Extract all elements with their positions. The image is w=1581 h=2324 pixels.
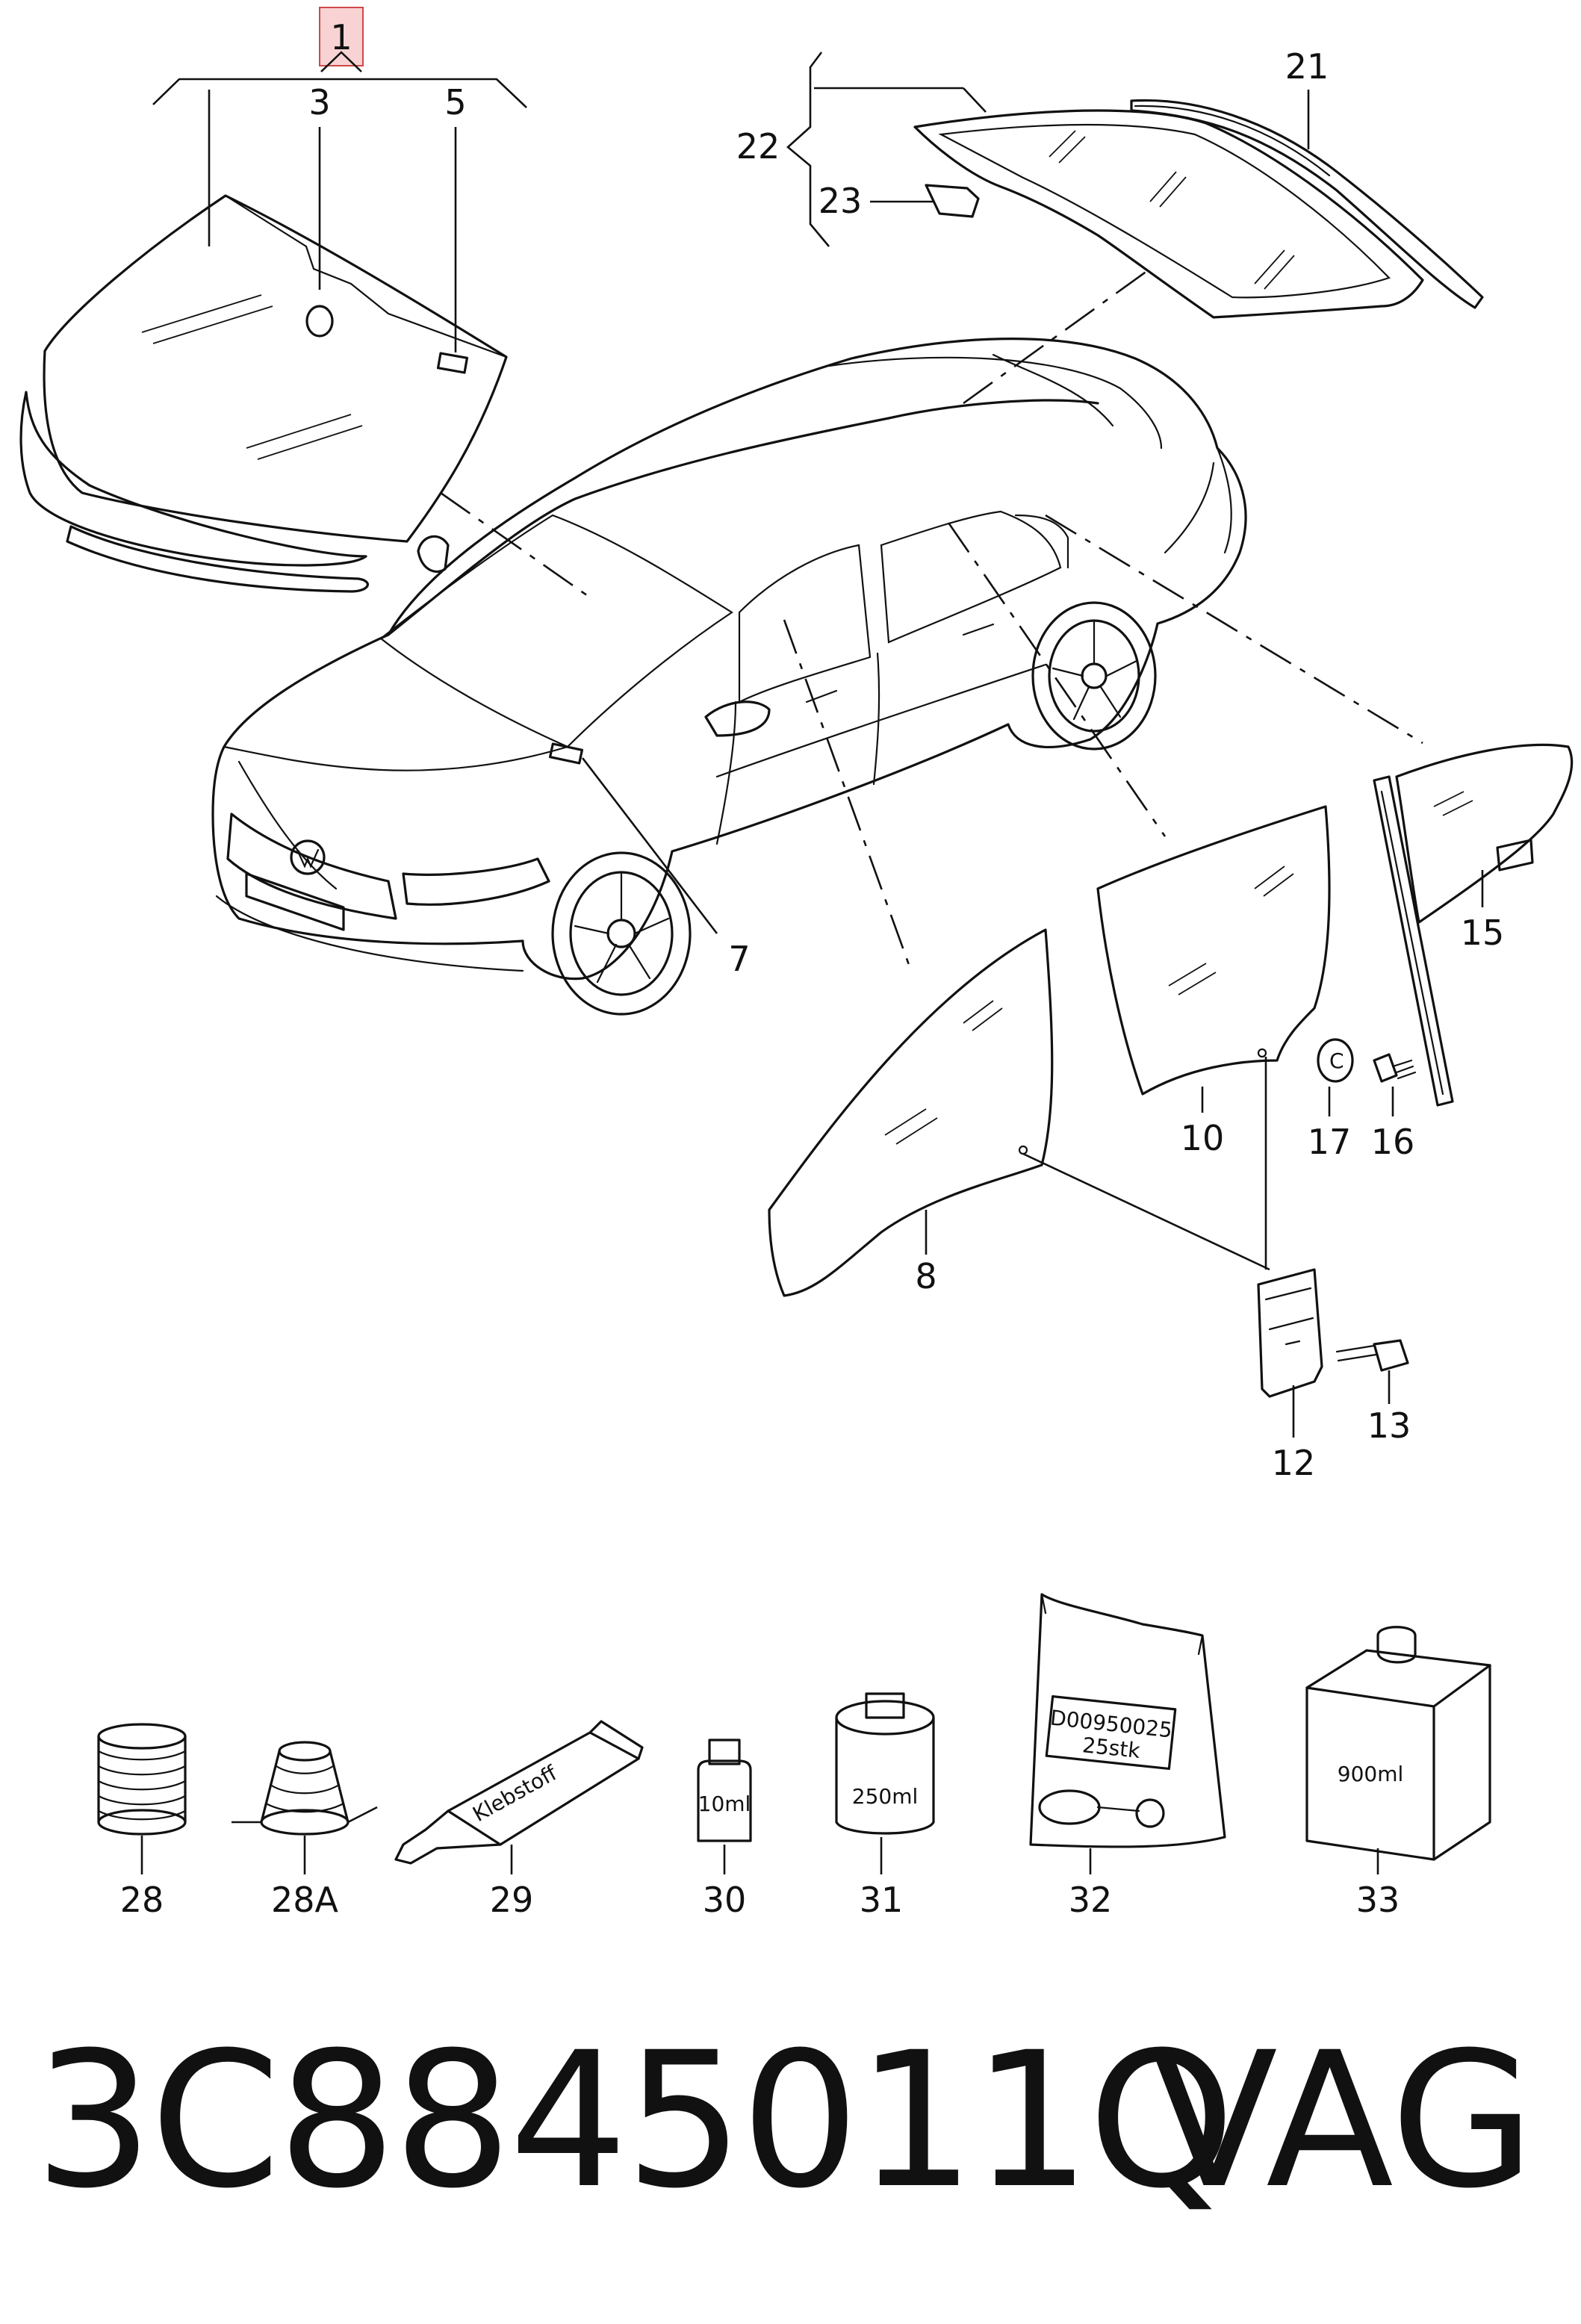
front-wheel (551, 851, 692, 1016)
cone-coil[interactable] (232, 1741, 378, 1836)
callout-21: 21 (1285, 46, 1329, 87)
callout-15: 15 (1461, 913, 1505, 953)
cord-coil[interactable] (97, 1723, 187, 1836)
callout-22: 22 (736, 126, 780, 167)
callout-32: 32 (1069, 1880, 1113, 1920)
headlight (402, 857, 550, 906)
callout-28a: 28A (271, 1880, 339, 1920)
can-label: 250ml (852, 1784, 919, 1809)
callout-16: 16 (1371, 1122, 1415, 1162)
svg-text:C: C (1329, 1048, 1344, 1073)
dash-leaders (440, 267, 1423, 972)
adhesive-tube[interactable]: Klebstoff (394, 1720, 644, 1865)
callout-30: 30 (703, 1880, 747, 1920)
part-number-heading: 3C8845011Q (34, 2012, 1235, 2229)
front-grille (226, 813, 397, 920)
guide-rail[interactable] (1373, 775, 1454, 1107)
side-mirror (704, 700, 771, 737)
large-canister[interactable]: 900ml (1305, 1626, 1491, 1861)
glass-clamp[interactable] (1257, 1268, 1323, 1398)
canister-label: 900ml (1338, 1762, 1404, 1786)
front-glass-hole (1018, 1145, 1028, 1155)
rubber-grommet[interactable] (1317, 1038, 1354, 1083)
brand-heading: VAG (1150, 2012, 1535, 2229)
door-glass-group: 7 8 10 15 C 17 (728, 743, 1574, 1483)
vw-emblem (290, 839, 326, 875)
tube-label: Klebstoff (468, 1760, 561, 1827)
callout-8: 8 (915, 1256, 937, 1296)
callout-1-highlight[interactable] (319, 7, 364, 66)
callout-31: 31 (860, 1880, 904, 1920)
quarter-glass-clip (1496, 839, 1534, 872)
callout-29: 29 (490, 1880, 534, 1920)
callout-7: 7 (728, 939, 750, 979)
mirror-base (417, 535, 450, 574)
rear-window-glass[interactable] (913, 109, 1424, 319)
callout-13: 13 (1367, 1405, 1411, 1446)
callout-28: 28 (120, 1880, 164, 1920)
windshield-group: 1 3 5 (19, 7, 527, 593)
primer-can[interactable]: 250ml (835, 1692, 935, 1835)
camera-bracket[interactable] (436, 352, 469, 374)
car-illustration (211, 338, 1247, 1016)
callout-10: 10 (1181, 1118, 1225, 1158)
consumables-row: 28 28A Klebstoff 29 10ml 30 (97, 1593, 1491, 1920)
clip-bag[interactable]: D00950025 25stk (1029, 1593, 1226, 1848)
callout-33: 33 (1356, 1880, 1400, 1920)
quarter-glass[interactable] (1395, 743, 1574, 924)
rear-glass-clip[interactable] (925, 184, 980, 218)
callout-1: 1 (330, 17, 352, 58)
rear-window-trim[interactable] (1130, 99, 1484, 309)
windshield-seal[interactable] (19, 391, 367, 567)
callout-17: 17 (1308, 1122, 1352, 1162)
bolt-13[interactable] (1335, 1339, 1409, 1372)
front-door-glass[interactable] (768, 928, 1054, 1297)
callout-3: 3 (308, 82, 330, 122)
bag-label-qty: 25stk (1081, 1733, 1142, 1763)
callout-12: 12 (1272, 1443, 1316, 1483)
callout-5: 5 (444, 82, 466, 122)
fender-indicator[interactable] (548, 742, 584, 765)
car-body-outline (211, 338, 1247, 981)
windshield-glass[interactable] (43, 194, 508, 543)
rear-door-glass[interactable] (1096, 805, 1331, 1096)
small-bottle-label: 10ml (698, 1792, 751, 1816)
rear-wheel (1031, 601, 1157, 751)
rear-window-group: 21 22 23 (736, 46, 1484, 319)
small-bottle[interactable]: 10ml (697, 1739, 752, 1842)
rain-sensor[interactable] (305, 305, 334, 338)
callout-23: 23 (819, 181, 863, 221)
bolt-16[interactable] (1373, 1053, 1417, 1083)
